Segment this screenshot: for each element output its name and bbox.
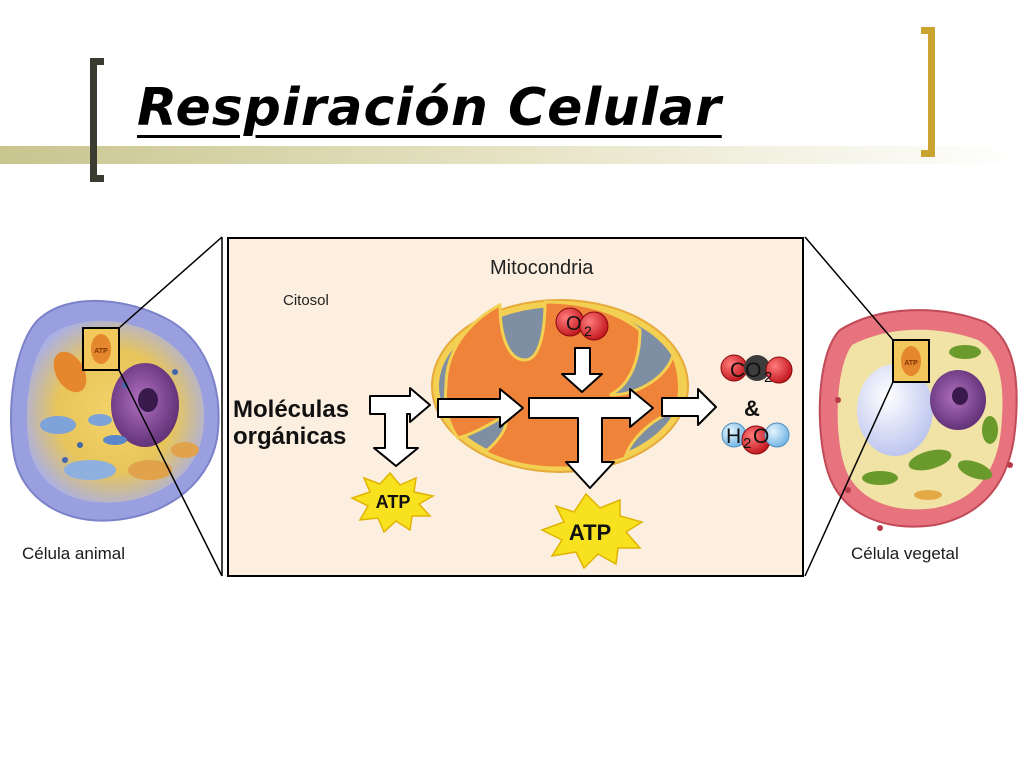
- plant-cell: ATP: [818, 309, 1018, 531]
- plant-inset-label: ATP: [904, 360, 918, 367]
- input-branch-arrow: [369, 387, 431, 467]
- oxygen-label: O: [566, 313, 582, 335]
- animal-cell-label: Célula animal: [22, 544, 125, 563]
- animal-inset-label: ATP: [94, 348, 108, 355]
- right-bracket-decoration: [921, 27, 935, 157]
- mitochondria-label: Mitocondria: [490, 257, 594, 279]
- ampersand-label: &: [744, 396, 760, 421]
- water-molecule: H 2 O: [721, 422, 790, 455]
- large-atp-label: ATP: [569, 520, 611, 545]
- arrow-out-products: [661, 388, 717, 426]
- arrow-into-mitochondrion: [437, 388, 524, 428]
- large-atp-burst: [540, 492, 644, 570]
- title-accent-bar: [0, 146, 1024, 164]
- plant-cell-label: Célula vegetal: [851, 544, 959, 563]
- water-o-label: O: [753, 425, 769, 448]
- co2-label: CO: [730, 359, 762, 382]
- slide-title: Respiración Celular: [137, 78, 722, 138]
- co2-subscript: 2: [764, 369, 772, 386]
- central-branch-arrow: [528, 388, 654, 489]
- water-subscript: 2: [743, 435, 751, 452]
- animal-cell: ATP: [10, 299, 220, 522]
- oxygen-molecule: O 2: [555, 307, 609, 341]
- organic-molecules-label-line2: orgánicas: [233, 423, 346, 450]
- small-atp-label: ATP: [376, 492, 411, 512]
- oxygen-down-arrow: [561, 347, 603, 393]
- organic-molecules-label-line1: Moléculas: [233, 396, 349, 423]
- cytosol-label: Citosol: [283, 292, 329, 309]
- left-bracket-decoration: [90, 58, 104, 182]
- zoom-lines: [118, 236, 894, 577]
- water-h-label: H: [726, 425, 741, 448]
- plant-vacuole: [857, 364, 933, 456]
- small-atp-burst: [350, 471, 436, 534]
- oxygen-subscript: 2: [584, 323, 592, 339]
- co2-molecule: CO 2: [720, 354, 793, 386]
